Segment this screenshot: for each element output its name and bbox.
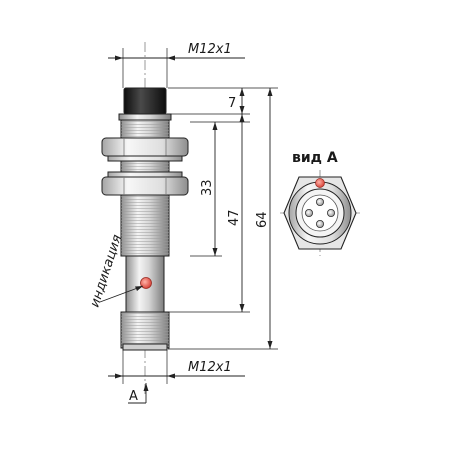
view-arrow-label: A	[129, 389, 138, 404]
dimension-33: 33	[200, 122, 218, 256]
sensor-lens	[123, 87, 167, 115]
top-thread-dimension: M12x1	[108, 42, 245, 88]
dimension-47: 47	[227, 114, 245, 312]
pin-1	[315, 197, 324, 206]
dim-47-label: 47	[227, 209, 242, 226]
pin-2	[304, 208, 313, 217]
view-a-led	[315, 178, 325, 188]
pin-3	[326, 208, 335, 217]
bottom-thread-dimension: M12x1	[108, 350, 245, 384]
dim-64-label: 64	[255, 211, 270, 228]
sensor-body	[101, 87, 189, 351]
dimension-7: 7	[228, 88, 245, 114]
view-a-title: вид А	[292, 150, 338, 166]
view-a-arrow: A	[128, 383, 149, 404]
pin-4	[315, 219, 324, 228]
top-thread-label: M12x1	[188, 42, 232, 57]
view-a: вид А	[280, 150, 360, 256]
dim-33-label: 33	[200, 179, 215, 196]
upper-nut	[101, 137, 189, 162]
lower-nut	[101, 171, 189, 196]
bottom-thread-label: M12x1	[188, 360, 232, 375]
indicator-led	[140, 277, 152, 289]
dim-7-label: 7	[228, 96, 236, 111]
indication-label: индикация	[88, 233, 126, 309]
dimension-64: 64	[255, 88, 273, 349]
